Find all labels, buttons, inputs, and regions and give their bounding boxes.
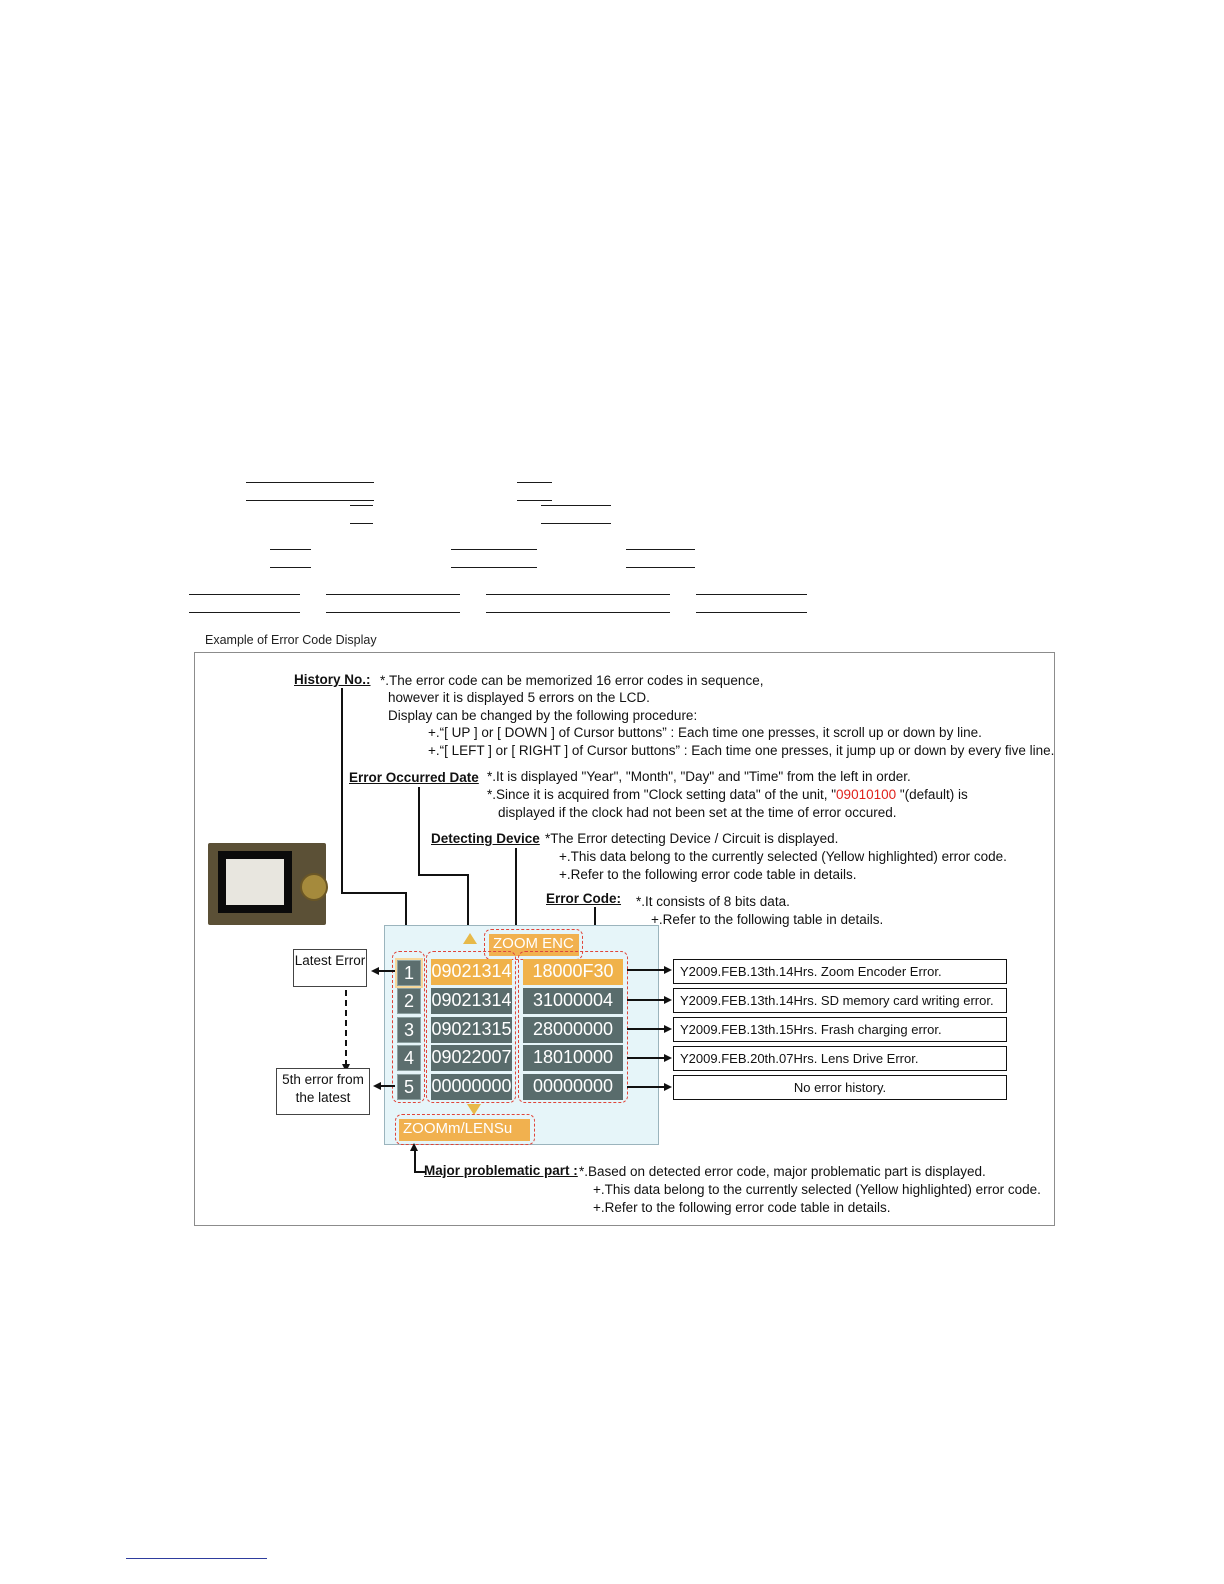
form-underline bbox=[270, 549, 311, 550]
code-cell: 18000F30 bbox=[523, 959, 623, 985]
connector-line bbox=[418, 874, 468, 876]
form-underline bbox=[451, 567, 537, 568]
form-underline bbox=[350, 523, 373, 524]
date-heading: Error Occurred Date bbox=[349, 769, 479, 787]
date-cell: 09021314 bbox=[431, 959, 512, 985]
connector-line bbox=[341, 688, 343, 893]
major-part-heading: Major problematic part : bbox=[424, 1162, 578, 1180]
form-underline bbox=[270, 567, 311, 568]
code-cell: 31000004 bbox=[523, 988, 623, 1014]
date-line: *.It is displayed "Year", "Month", "Day"… bbox=[487, 768, 911, 786]
scroll-up-indicator bbox=[463, 933, 477, 944]
latest-error-label: Latest Error bbox=[293, 949, 367, 987]
error-description: Y2009.FEB.13th.15Hrs. Frash charging err… bbox=[673, 1017, 1007, 1042]
form-underline bbox=[350, 505, 373, 506]
history-line: +.“[ LEFT ] or [ RIGHT ] of Cursor butto… bbox=[428, 742, 1054, 760]
connector-arrow bbox=[664, 966, 672, 974]
date-line-pre: *.Since it is acquired from "Clock setti… bbox=[487, 787, 836, 802]
date-cell: 09022007 bbox=[431, 1045, 512, 1071]
date-cell: 09021315 bbox=[431, 1017, 512, 1043]
history-line: *.The error code can be memorized 16 err… bbox=[380, 672, 763, 690]
date-line-2: *.Since it is acquired from "Clock setti… bbox=[487, 786, 968, 804]
form-underline bbox=[541, 505, 611, 506]
form-underline bbox=[696, 594, 807, 595]
connector-line bbox=[341, 892, 406, 894]
code-cell: 18010000 bbox=[523, 1045, 623, 1071]
connector-line bbox=[627, 1057, 665, 1059]
connector-line bbox=[379, 1085, 395, 1087]
major-part-highlight bbox=[395, 1114, 535, 1145]
form-underline bbox=[517, 500, 552, 501]
connector-line bbox=[414, 1150, 416, 1172]
form-underline bbox=[451, 549, 537, 550]
connector-arrow bbox=[410, 1143, 418, 1151]
footer-link-underline bbox=[126, 1558, 267, 1559]
date-line-post: "(default) is bbox=[896, 787, 968, 802]
history-line: +.“[ UP ] or [ DOWN ] of Cursor buttons”… bbox=[428, 724, 982, 742]
history-no-cell: 4 bbox=[397, 1045, 421, 1071]
history-no-cell: 2 bbox=[397, 988, 421, 1014]
connector-line bbox=[627, 969, 665, 971]
camera-photo bbox=[208, 843, 326, 925]
fifth-error-label: 5th error from the latest bbox=[276, 1068, 370, 1115]
error-description: Y2009.FEB.20th.07Hrs. Lens Drive Error. bbox=[673, 1046, 1007, 1071]
connector-arrow bbox=[664, 1054, 672, 1062]
connector-line bbox=[627, 1086, 665, 1088]
connector-arrow bbox=[664, 1083, 672, 1091]
connector-arrow bbox=[664, 996, 672, 1004]
form-underline bbox=[326, 594, 460, 595]
error-code-line: *.It consists of 8 bits data. bbox=[636, 893, 790, 911]
date-line: displayed if the clock had not been set … bbox=[498, 804, 896, 822]
figure-caption: Example of Error Code Display bbox=[205, 633, 377, 647]
form-underline bbox=[517, 482, 552, 483]
device-line: +.Refer to the following error code tabl… bbox=[559, 866, 857, 884]
form-underline bbox=[189, 594, 300, 595]
connector-line bbox=[627, 1028, 665, 1030]
major-part-line: +.This data belong to the currently sele… bbox=[593, 1181, 1041, 1199]
device-line: *The Error detecting Device / Circuit is… bbox=[545, 830, 838, 848]
connector-line bbox=[627, 999, 665, 1001]
error-code-heading: Error Code: bbox=[546, 890, 621, 908]
device-heading: Detecting Device bbox=[431, 830, 540, 848]
form-underline bbox=[486, 612, 670, 613]
code-cell: 28000000 bbox=[523, 1017, 623, 1043]
dashed-connector bbox=[345, 990, 347, 1066]
major-part-line: +.Refer to the following error code tabl… bbox=[593, 1199, 891, 1217]
major-part-line: *.Based on detected error code, major pr… bbox=[579, 1163, 986, 1181]
form-underline bbox=[486, 594, 670, 595]
form-underline bbox=[189, 612, 300, 613]
form-underline bbox=[326, 612, 460, 613]
form-underline bbox=[626, 567, 695, 568]
error-code-line: +.Refer to the following table in detail… bbox=[651, 911, 883, 929]
device-line: +.This data belong to the currently sele… bbox=[559, 848, 1007, 866]
form-underline bbox=[541, 523, 611, 524]
connector-line bbox=[418, 787, 420, 875]
history-no-cell: 3 bbox=[397, 1017, 421, 1043]
history-heading: History No.: bbox=[294, 671, 371, 689]
history-line: however it is displayed 5 errors on the … bbox=[388, 689, 650, 707]
default-date-value: 09010100 bbox=[836, 787, 896, 802]
connector-line bbox=[377, 970, 395, 972]
error-description: Y2009.FEB.13th.14Hrs. Zoom Encoder Error… bbox=[673, 959, 1007, 984]
form-underline bbox=[246, 482, 374, 483]
form-underline bbox=[246, 500, 374, 501]
date-cell: 00000000 bbox=[431, 1074, 512, 1100]
connector-line bbox=[515, 848, 517, 926]
code-cell: 00000000 bbox=[523, 1074, 623, 1100]
history-line: Display can be changed by the following … bbox=[388, 707, 697, 725]
form-underline bbox=[626, 549, 695, 550]
date-cell: 09021314 bbox=[431, 988, 512, 1014]
history-no-cell: 5 bbox=[397, 1074, 421, 1100]
connector-arrow bbox=[664, 1025, 672, 1033]
history-no-cell: 1 bbox=[397, 960, 421, 986]
error-description: Y2009.FEB.13th.14Hrs. SD memory card wri… bbox=[673, 988, 1007, 1013]
error-description: No error history. bbox=[673, 1075, 1007, 1100]
form-underline bbox=[696, 612, 807, 613]
